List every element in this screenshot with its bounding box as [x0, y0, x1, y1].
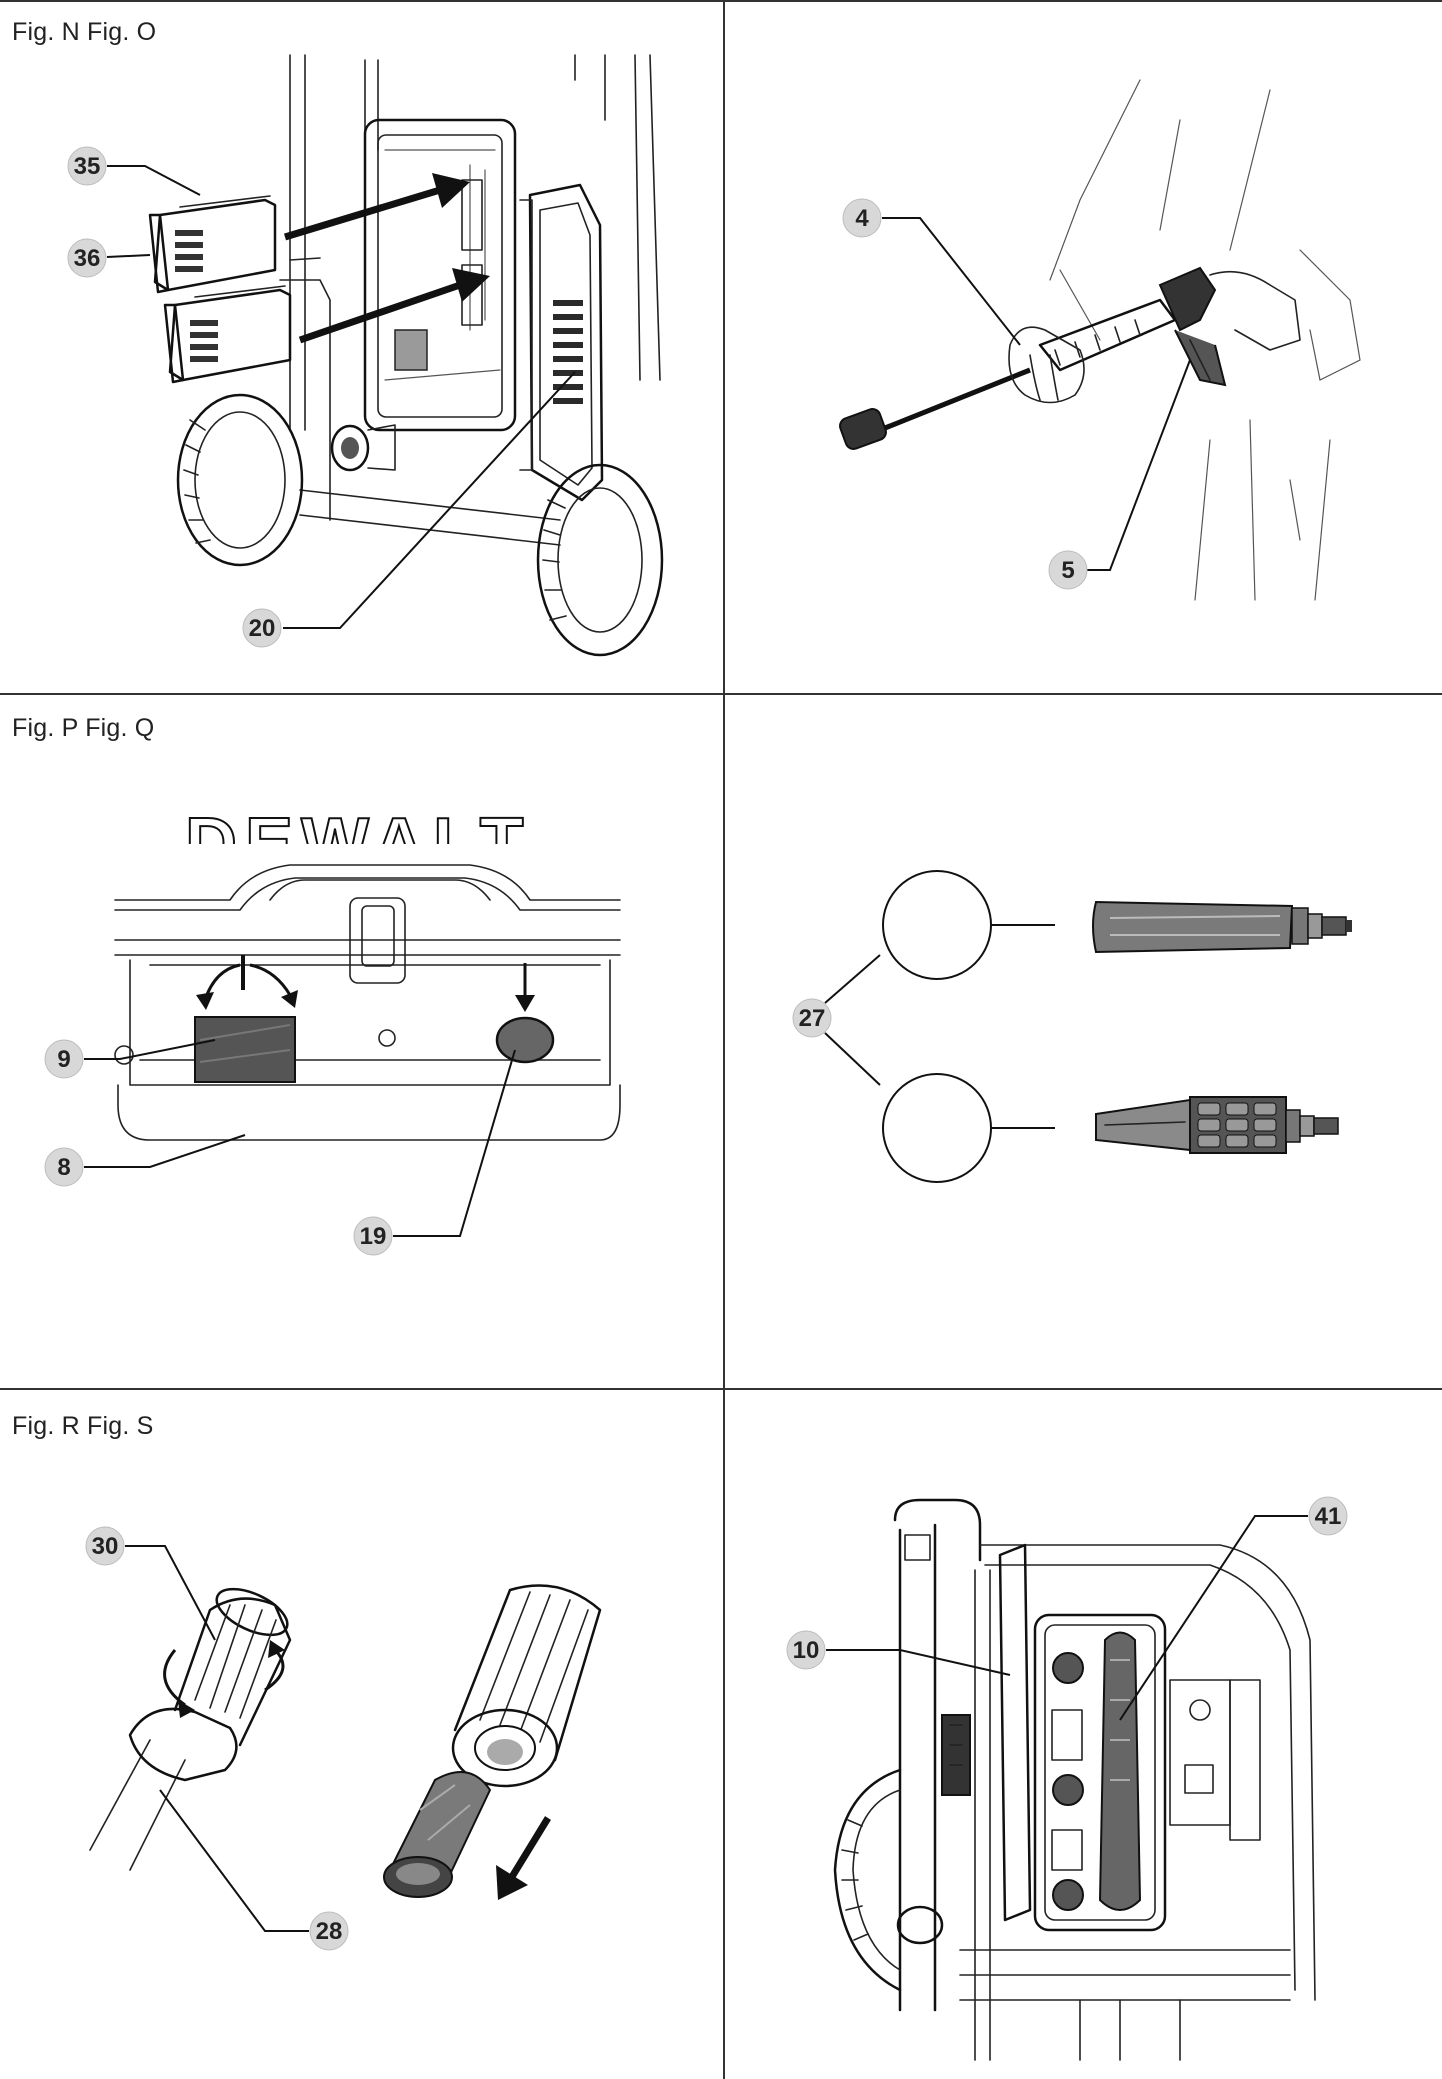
row-title-3: Fig. R Fig. S	[12, 1412, 154, 1440]
side-panel	[1169, 1679, 1261, 1841]
svg-text:20: 20	[249, 615, 276, 642]
fig-s-drawing: 41 10	[786, 1496, 1348, 2061]
filter-cartridge	[383, 1771, 492, 1898]
callout-9: 9	[44, 1039, 84, 1079]
leader-5	[1085, 359, 1191, 571]
callout-5: 5	[1048, 550, 1088, 590]
svg-text:9: 9	[57, 1046, 70, 1073]
svg-text:4: 4	[855, 205, 869, 232]
fig-r-drawing: 30 28	[85, 1526, 602, 1951]
fig-o-drawing: 4 5	[839, 79, 1361, 601]
hose-knob	[330, 424, 396, 472]
dewalt-logo: DEWALT	[184, 804, 532, 884]
callout-20: 20	[242, 608, 282, 648]
hand-front	[1008, 326, 1085, 404]
callout-27: 27	[792, 998, 832, 1038]
leader-27	[824, 954, 881, 1086]
fig-s-illustration: 41 10	[726, 1450, 1442, 2070]
ribbed-knob	[163, 1587, 292, 1747]
callout-19: 19	[353, 1216, 393, 1256]
variable-nozzle	[1095, 1096, 1339, 1154]
svg-text:DEWALT: DEWALT	[185, 804, 532, 884]
fig-n-drawing: 35 36 20	[67, 54, 664, 657]
top-border	[0, 0, 1442, 2]
column-divider	[723, 0, 725, 2079]
removal-arrow	[496, 1816, 551, 1900]
person-outline	[1049, 79, 1361, 601]
callout-35: 35	[67, 146, 107, 186]
leader-9	[84, 1039, 216, 1060]
fig-n-illustration: 35 36 20	[0, 40, 720, 680]
fig-p-illustration: DEWALT	[0, 760, 720, 1380]
coupling-collar	[128, 1707, 238, 1782]
leader-41	[1119, 1515, 1308, 1721]
callout-36: 36	[67, 238, 107, 278]
filter-cap	[194, 1016, 296, 1083]
storage-door	[941, 1543, 1032, 1922]
row-divider-1	[0, 693, 1442, 695]
callout-41: 41	[1308, 1496, 1348, 1536]
fig-r-illustration: 30 28	[0, 1450, 720, 2070]
callout-10: 10	[786, 1630, 826, 1670]
svg-text:19: 19	[360, 1223, 387, 1250]
right-wheel	[536, 463, 664, 657]
nozzle-circle-lower	[882, 1073, 1055, 1183]
outer-frame	[959, 1544, 1316, 2061]
callout-4: 4	[842, 198, 882, 238]
leader-10	[826, 1649, 1011, 1676]
svg-text:10: 10	[793, 1637, 820, 1664]
leader-20	[283, 371, 576, 629]
spray-gun	[1038, 266, 1227, 387]
battery-upper	[148, 195, 277, 294]
left-wheel	[176, 393, 304, 567]
callout-8: 8	[44, 1147, 84, 1187]
svg-text:35: 35	[74, 153, 101, 180]
insertion-arrows	[283, 173, 490, 344]
frame	[289, 54, 661, 431]
fig-o-illustration: 4 5	[726, 40, 1442, 680]
callout-28: 28	[309, 1911, 349, 1951]
row-title-2: Fig. P Fig. Q	[12, 714, 155, 742]
svg-text:28: 28	[316, 1918, 343, 1945]
leader-8	[84, 1134, 246, 1168]
svg-text:27: 27	[799, 1005, 826, 1032]
spray-lance	[839, 367, 1031, 450]
drain-plug	[495, 1016, 555, 1064]
svg-text:41: 41	[1315, 1503, 1342, 1530]
battery-compartment	[363, 118, 517, 432]
callout-30: 30	[85, 1526, 125, 1566]
compartment-door	[519, 183, 604, 502]
rotary-nozzle	[1092, 900, 1352, 954]
hand-rear	[1209, 270, 1301, 351]
battery-lower	[163, 285, 292, 384]
row-title-1: Fig. N Fig. O	[12, 18, 157, 46]
leader-35	[107, 165, 201, 196]
housing	[114, 864, 621, 1141]
svg-text:8: 8	[57, 1154, 70, 1181]
leader-36	[106, 254, 151, 258]
leader-19	[393, 1049, 516, 1237]
nozzle-circle-upper	[882, 870, 1055, 980]
wheel	[833, 1768, 944, 1992]
fig-q-drawing: 27	[792, 870, 1352, 1183]
svg-text:30: 30	[92, 1533, 119, 1560]
svg-text:5: 5	[1061, 557, 1074, 584]
detached-knob	[451, 1584, 602, 1788]
storage-tray	[1033, 1613, 1167, 1932]
row-divider-2	[0, 1388, 1442, 1390]
svg-text:36: 36	[74, 245, 101, 272]
rotation-arrows	[196, 955, 535, 1012]
fig-p-drawing: DEWALT	[44, 804, 621, 1256]
leader-30	[125, 1545, 216, 1641]
fig-q-illustration: 27	[726, 760, 1442, 1380]
leader-4	[882, 217, 1021, 346]
leader-28	[159, 1789, 309, 1932]
